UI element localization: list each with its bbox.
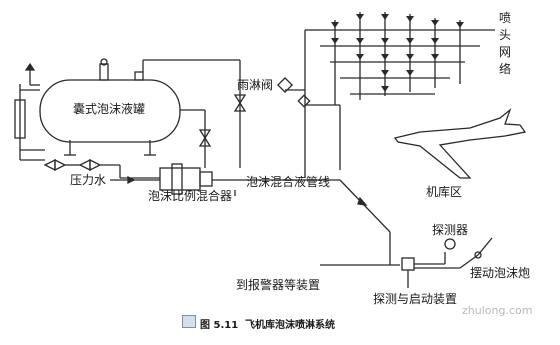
watermark: zhulong.com (462, 304, 533, 317)
tank-pressure-gauge (100, 58, 108, 66)
caption-title: 飞机库泡沫喷淋系统 (245, 320, 335, 331)
caption-figure-no: 图 5.11 (200, 320, 239, 331)
hangar-label: 机库区 (426, 185, 463, 199)
detection-start-box (401, 257, 415, 271)
network-label: 喷头网络 (498, 11, 511, 76)
bottom-valve-2 (78, 158, 91, 172)
caption-icon (182, 315, 196, 328)
pressure-water-label: 压力水 (70, 173, 107, 187)
alarm-label: 到报警器等装置 (236, 278, 321, 292)
tank-top-nozzle (99, 63, 109, 81)
deluge-valve-label: 雨淋阀 (237, 78, 274, 92)
deluge-valve (277, 77, 293, 93)
bottom-valve-1 (43, 158, 56, 172)
sprinkler-network (320, 12, 495, 105)
foam-tank (39, 79, 181, 143)
mixer-label: 泡沫比例混合器 (148, 189, 233, 203)
tank-label: 囊式泡沫液罐 (73, 102, 146, 116)
monitor-label: 摆动泡沫炮 (470, 266, 531, 280)
detect-start-label: 探测与启动装置 (373, 292, 458, 306)
detector-label: 探测器 (432, 223, 469, 237)
aircraft-outline (393, 108, 527, 179)
detector-head (444, 238, 456, 250)
proportioner-body (159, 167, 201, 191)
sight-glass (14, 99, 26, 139)
foam-monitor-barrel (477, 237, 493, 256)
pipe-label: 泡沫混合液管线 (246, 175, 331, 189)
